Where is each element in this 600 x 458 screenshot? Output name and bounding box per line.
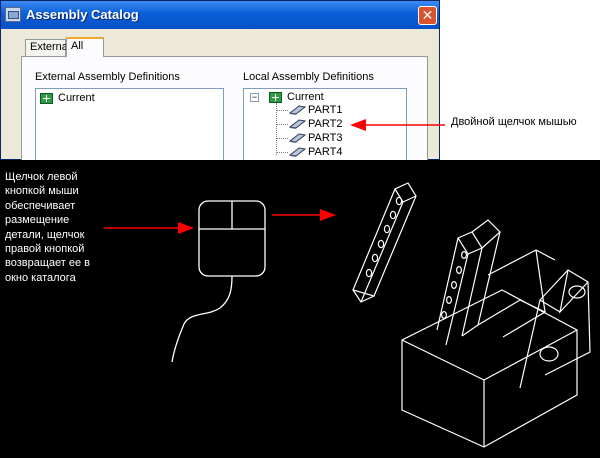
drawing-area xyxy=(0,160,600,458)
tree-item-part3[interactable]: PART3 xyxy=(308,132,343,144)
tree-connector xyxy=(276,138,288,139)
tree-item-part4[interactable]: PART4 xyxy=(308,146,343,158)
part-icon xyxy=(289,105,306,115)
mouse-icon xyxy=(171,200,266,363)
mouse-instructions-text: Щелчок левой кнопкой мыши обеспечивает р… xyxy=(5,171,90,284)
tree-item-part1[interactable]: PART1 xyxy=(308,104,343,116)
close-button[interactable]: ✕ xyxy=(418,6,437,25)
local-definitions-label: Local Assembly Definitions xyxy=(243,71,374,83)
arrow-to-part2 xyxy=(350,119,445,131)
tab-all[interactable]: All xyxy=(66,37,104,57)
title-bar[interactable]: Assembly Catalog ✕ xyxy=(1,1,439,29)
collapse-toggle[interactable]: − xyxy=(250,92,259,102)
tree-connector xyxy=(276,152,288,153)
external-definitions-label: External Assembly Definitions xyxy=(35,71,180,83)
arrow-to-mouse xyxy=(104,222,194,234)
tree-connector xyxy=(276,124,288,125)
tab-external[interactable]: External xyxy=(25,39,70,56)
part-being-placed xyxy=(352,182,417,303)
arrow-to-part xyxy=(272,209,336,221)
external-item-current[interactable]: Current xyxy=(58,92,95,104)
external-definitions-list[interactable] xyxy=(35,88,224,168)
double-click-annotation: Двойной щелчок мышью xyxy=(451,116,577,128)
assembly-icon xyxy=(269,92,282,103)
tree-connector xyxy=(276,103,277,155)
window-title: Assembly Catalog xyxy=(26,7,139,22)
tree-item-part2[interactable]: PART2 xyxy=(308,118,343,130)
part-icon xyxy=(289,119,306,129)
assembly-icon xyxy=(40,93,53,104)
base-assembly xyxy=(401,219,591,448)
part-icon xyxy=(289,133,306,143)
app-icon xyxy=(5,7,21,22)
tree-connector xyxy=(276,110,288,111)
local-item-current[interactable]: Current xyxy=(287,91,324,103)
part-icon xyxy=(289,147,306,157)
